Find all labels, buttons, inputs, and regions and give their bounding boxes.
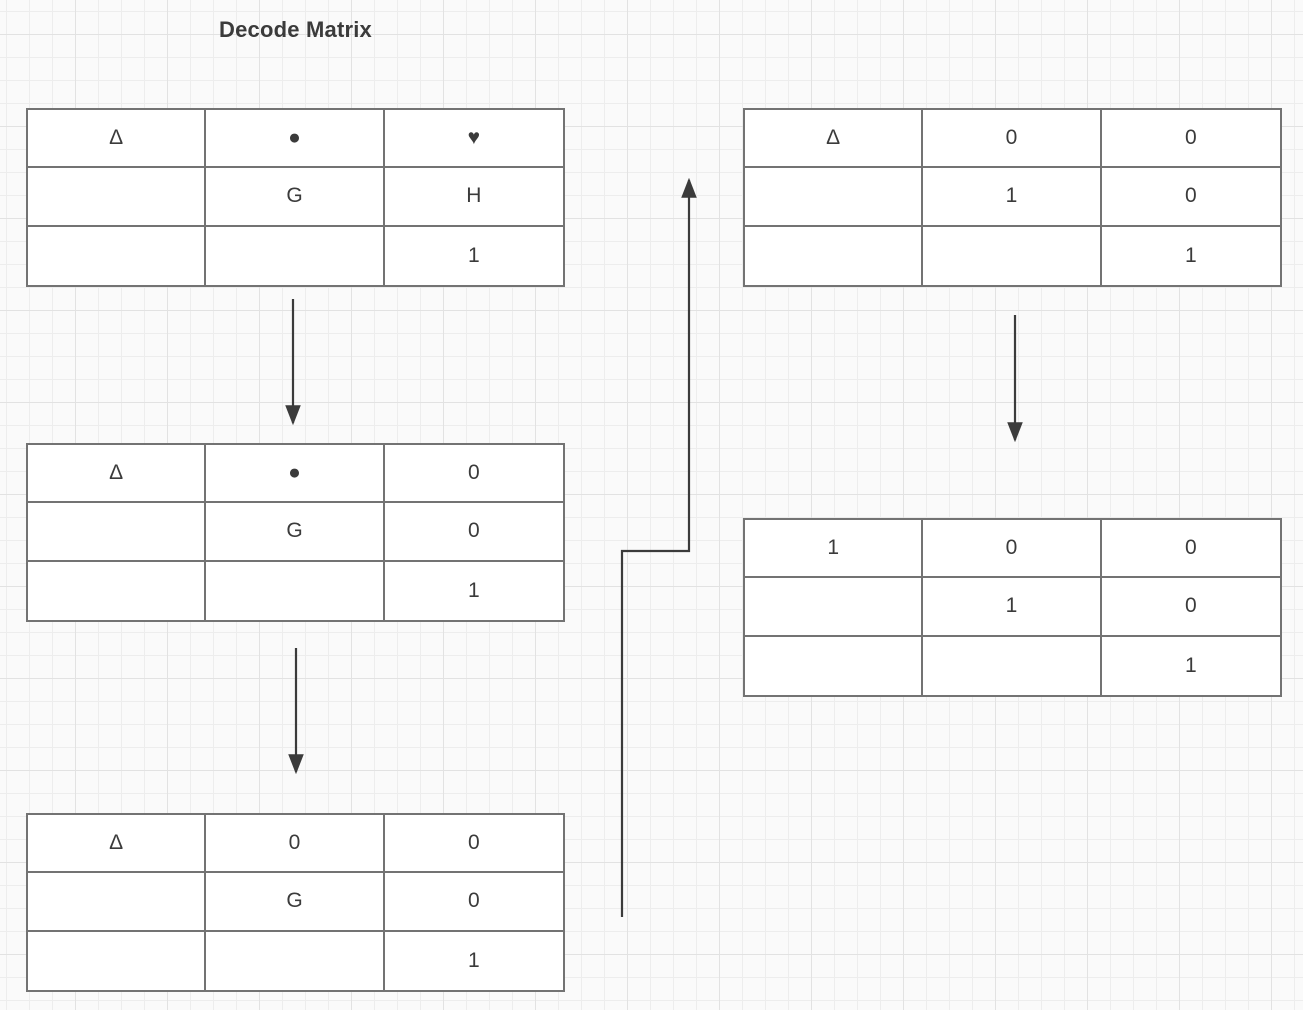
matrix-cell [28, 503, 207, 562]
matrix-cell: 1 [1184, 243, 1197, 267]
matrix-cell [28, 931, 207, 990]
matrix-cell: 0 [384, 445, 563, 504]
matrix-cell [745, 168, 924, 227]
matrix-cell [745, 578, 924, 637]
matrix-cell: Δ [745, 110, 924, 169]
matrix-cell: 1 [923, 578, 1102, 637]
matrix-cell: G [206, 873, 385, 932]
matrix-cell: 1 [923, 168, 1102, 227]
matrix-cell: 1 [745, 520, 924, 579]
diagram-title[interactable]: Decode Matrix [219, 17, 372, 42]
matrix-cell: G [206, 503, 385, 562]
matrix-cell [206, 226, 385, 285]
matrix-cell [28, 226, 207, 285]
matrix-cell: ● [206, 445, 385, 504]
matrix-cell: 0 [1101, 578, 1280, 637]
matrix-cell: 1 [467, 948, 480, 972]
matrix-cell: Δ [28, 445, 207, 504]
matrix-cell: 0 [384, 873, 563, 932]
matrix-cell: ♥ [384, 110, 563, 169]
matrix-cell: 0 [1101, 110, 1280, 169]
matrix-cell [28, 168, 207, 227]
matrix-cell: 1 [467, 578, 480, 602]
matrix-cell: ● [206, 110, 385, 169]
matrix-cell: 0 [1101, 168, 1280, 227]
matrix-cell: 0 [1101, 520, 1280, 579]
matrix-cell [745, 226, 924, 285]
matrix-cell [745, 636, 924, 695]
matrix-cell: G [206, 168, 385, 227]
matrix-cell [206, 931, 385, 990]
matrix-cell: Δ [28, 110, 207, 169]
matrix-cell [206, 561, 385, 620]
matrix-cell [28, 561, 207, 620]
matrix-cell: 1 [467, 243, 480, 267]
matrix-cell [923, 226, 1102, 285]
matrix-cell: 0 [923, 110, 1102, 169]
matrix-cell: 0 [384, 503, 563, 562]
matrix-cell: 0 [206, 815, 385, 874]
matrix-cell: 1 [1184, 653, 1197, 677]
matrix-cell: H [384, 168, 563, 227]
arrow-elbow-up[interactable] [620, 177, 697, 917]
matrix-cell [28, 873, 207, 932]
matrix-cell: Δ [28, 815, 207, 874]
matrix-cell: 0 [384, 815, 563, 874]
matrix-cell [923, 636, 1102, 695]
matrix-cell: 0 [923, 520, 1102, 579]
